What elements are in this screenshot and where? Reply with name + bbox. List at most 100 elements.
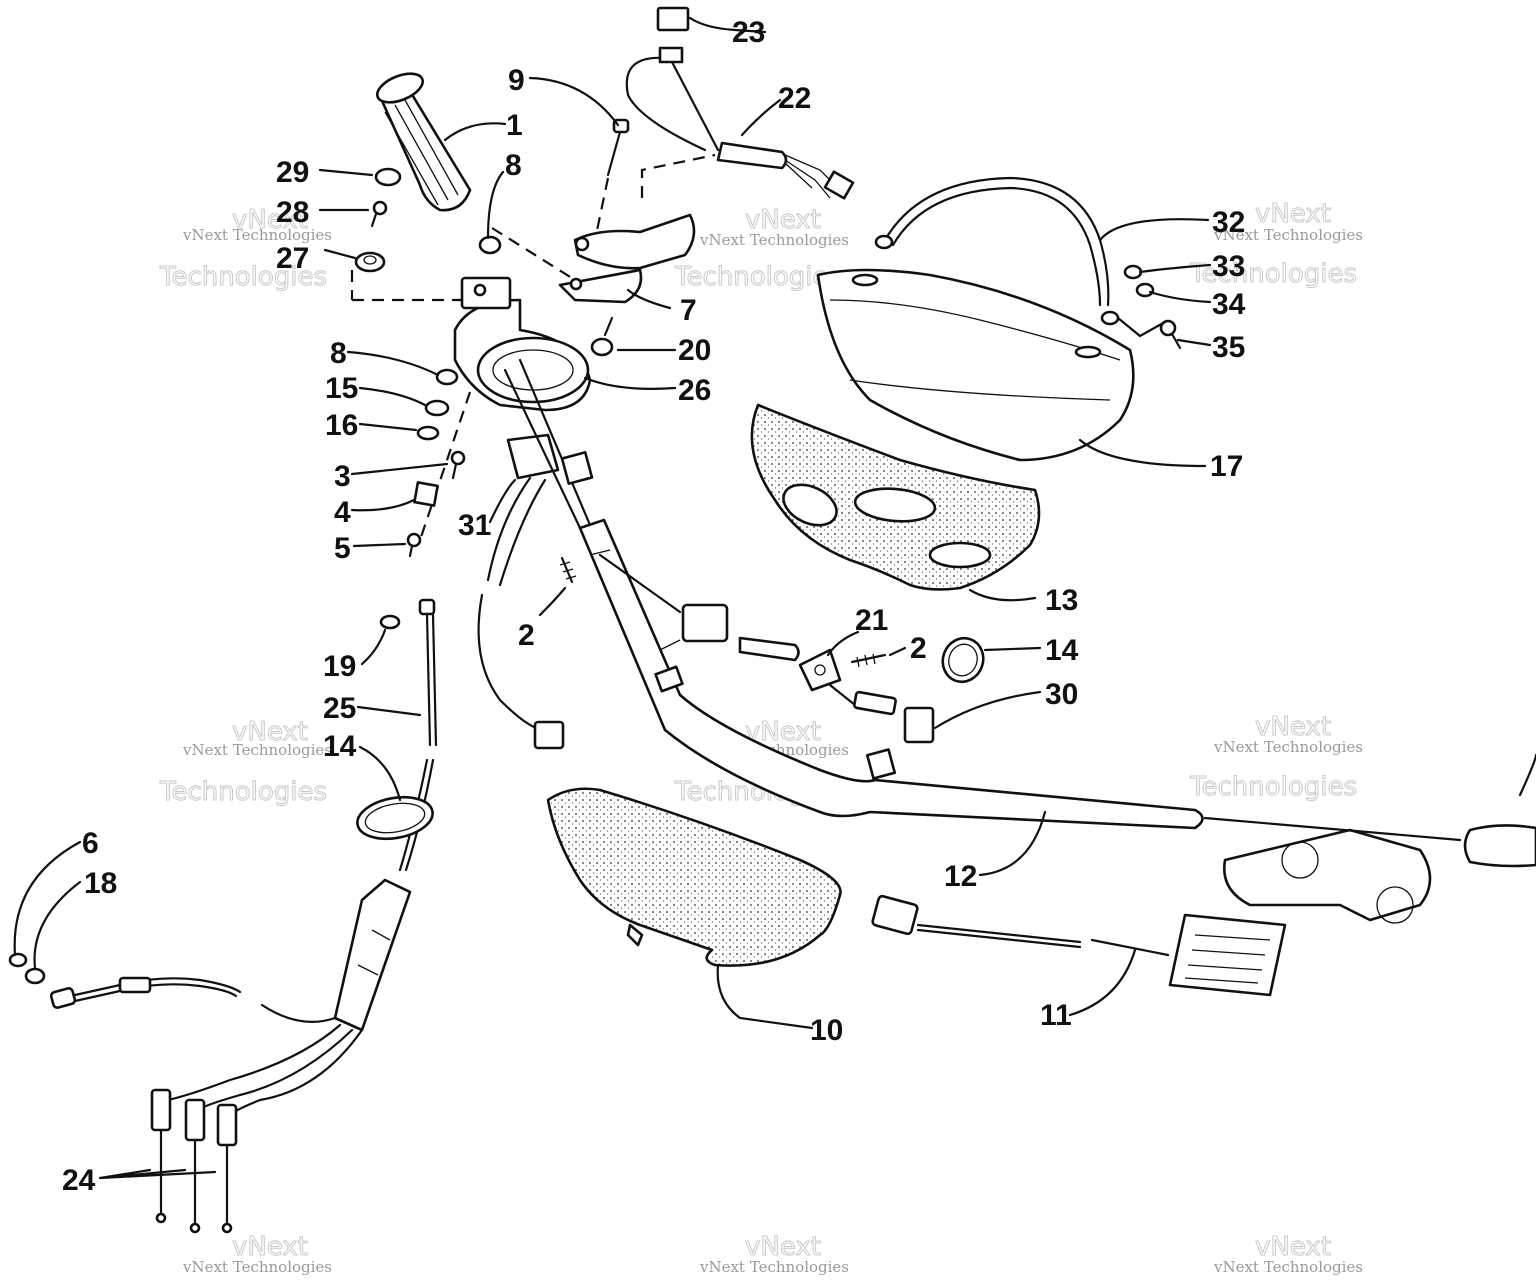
svg-text:vNext: vNext	[232, 205, 308, 235]
watermark-mid-right: vNext Technologies vNext Technologies	[1189, 712, 1364, 803]
bolt-long	[593, 118, 630, 241]
screw-2-right	[850, 653, 887, 668]
svg-text:Technologies: Technologies	[159, 777, 327, 807]
ground-cable	[874, 176, 1120, 326]
cable-adjuster-3	[216, 1103, 238, 1234]
callout-5: 5	[334, 532, 351, 565]
brake-cable	[49, 976, 242, 1009]
bracket-4	[413, 481, 439, 507]
callout-27: 27	[276, 242, 309, 275]
bolt-35	[1159, 319, 1182, 350]
screw-2-left	[559, 556, 577, 584]
callout-2-right: 2	[910, 632, 927, 665]
callout-3: 3	[334, 460, 351, 493]
callout-28: 28	[276, 196, 309, 229]
callout-10: 10	[810, 1014, 843, 1047]
watermark-top-center: vNext Technologies vNext Technologies	[674, 205, 850, 293]
cable-adjuster-2	[184, 1098, 206, 1234]
callout-17: 17	[1210, 450, 1243, 483]
bushing	[354, 251, 386, 273]
callout-26: 26	[678, 374, 711, 407]
callout-32: 32	[1212, 206, 1245, 239]
svg-text:vNext: vNext	[745, 205, 821, 235]
svg-text:vNext: vNext	[232, 717, 308, 747]
callout-29: 29	[276, 156, 309, 189]
screw-5	[406, 532, 422, 558]
svg-text:vNext Technologies: vNext Technologies	[182, 226, 332, 244]
svg-text:vNext Technologies: vNext Technologies	[182, 741, 332, 759]
cable-adjuster-1	[150, 1088, 172, 1224]
handlebar-cover	[816, 268, 1135, 462]
callout-16: 16	[325, 409, 358, 442]
callout-20: 20	[678, 334, 711, 367]
callout-23: 23	[732, 16, 765, 49]
svg-text:vNext Technologies: vNext Technologies	[1213, 226, 1363, 244]
retainer-clip	[590, 316, 614, 357]
heater-element	[871, 894, 1287, 997]
leader-hardware	[1116, 316, 1167, 338]
handlebar	[503, 358, 1204, 830]
svg-text:vNext Technologies: vNext Technologies	[1213, 738, 1363, 756]
callout-2-left: 2	[518, 619, 535, 652]
kill-switch-box	[477, 433, 565, 750]
callout-13: 13	[1045, 584, 1078, 617]
svg-text:vNext: vNext	[232, 1232, 308, 1262]
callout-11: 11	[1040, 999, 1072, 1032]
svg-text:vNext: vNext	[745, 1232, 821, 1262]
steering-post-housing	[453, 276, 592, 412]
nut-upper	[478, 235, 502, 255]
callout-9: 9	[508, 64, 525, 97]
handlebar-pad	[546, 787, 842, 967]
handlebar-switch	[598, 553, 800, 662]
clamp-ring-right	[941, 636, 985, 684]
nut-lower	[435, 368, 459, 386]
watermark-mid-left: vNext Technologies vNext Technologies	[159, 717, 333, 808]
watermark-top-left: vNext Technologies vNext Technologies	[159, 205, 333, 293]
switch-pad	[656, 6, 690, 32]
washer-18	[24, 967, 46, 985]
svg-text:Technologies: Technologies	[674, 262, 842, 292]
callout-labels: 1 2 2 3 4 5 6 7 8 8 9 10 11 12 13 14 14 …	[62, 16, 1246, 1197]
assembly-line-lower	[418, 391, 472, 541]
svg-text:vNext Technologies: vNext Technologies	[699, 1258, 849, 1276]
svg-text:vNext Technologies: vNext Technologies	[1213, 1258, 1363, 1276]
screw-3	[450, 450, 466, 480]
callout-18: 18	[84, 867, 117, 900]
throttle-cable	[398, 598, 438, 872]
svg-text:vNext: vNext	[1255, 199, 1331, 229]
callout-4: 4	[334, 496, 351, 529]
grip-right	[1463, 753, 1536, 868]
callout-14-left: 14	[323, 730, 357, 763]
svg-text:Technologies: Technologies	[1189, 259, 1357, 289]
callout-21: 21	[855, 604, 888, 637]
callout-35: 35	[1212, 331, 1245, 364]
callout-34: 34	[1212, 288, 1246, 321]
svg-text:vNext: vNext	[1255, 1232, 1331, 1262]
callout-6: 6	[82, 827, 99, 860]
e-clip-19	[379, 614, 401, 630]
leader-lines	[13, 16, 1212, 1180]
nut-33	[1123, 264, 1143, 280]
svg-text:vNext Technologies: vNext Technologies	[182, 1258, 332, 1276]
callout-8-lower: 8	[330, 337, 347, 370]
svg-text:vNext: vNext	[1255, 712, 1331, 742]
washer-flat	[424, 399, 450, 417]
parts-group	[8, 6, 1536, 1234]
callout-19: 19	[323, 650, 356, 683]
assembly-line-clamp	[350, 227, 576, 302]
svg-text:vNext Technologies: vNext Technologies	[699, 231, 849, 249]
callout-22: 22	[778, 82, 811, 115]
callout-25: 25	[323, 692, 356, 725]
screw-small	[370, 200, 388, 228]
watermark-bottom-center: vNext vNext Technologies	[699, 1232, 849, 1277]
callout-7: 7	[680, 294, 697, 327]
lock-washer	[416, 425, 440, 441]
cap-plug	[374, 167, 402, 187]
watermark-bottom-left: vNext vNext Technologies	[182, 1232, 332, 1277]
svg-text:Technologies: Technologies	[1189, 772, 1357, 802]
callout-30: 30	[1045, 678, 1078, 711]
shroud-lower	[750, 403, 1041, 591]
connector-30	[828, 683, 935, 744]
right-control-block	[1203, 816, 1462, 924]
